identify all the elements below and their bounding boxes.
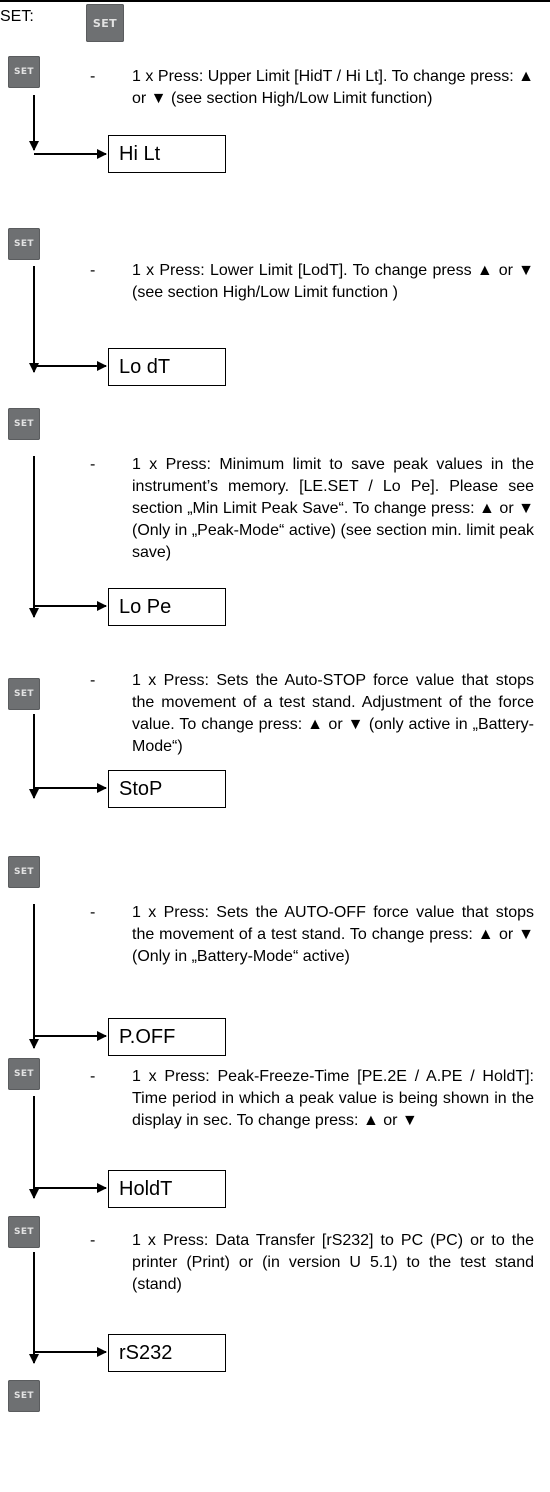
set-key-step7-icon: SET [8, 1216, 40, 1248]
set-key-step2-icon: SET [8, 228, 40, 260]
display-hi-lt: Hi Lt [108, 135, 226, 173]
set-key-header-icon: SET [86, 4, 124, 42]
display-rs232: rS232 [108, 1334, 226, 1372]
set-key-step3-icon: SET [8, 408, 40, 440]
bullet-dash: - [90, 1232, 96, 1249]
display-stop: StoP [108, 770, 226, 808]
set-key-step1-icon: SET [8, 56, 40, 88]
bullet-dash: - [90, 672, 96, 689]
step-6-description: 1 x Press: Peak-Freeze-Time [PE.2E / A.P… [132, 1068, 534, 1129]
step-5-description: 1 x Press: Sets the AUTO-OFF force value… [132, 904, 534, 965]
set-key-final-icon: SET [8, 1380, 40, 1412]
bullet-dash: - [90, 68, 96, 85]
bullet-dash: - [90, 1068, 96, 1085]
set-key-step5-icon: SET [8, 856, 40, 888]
display-lo-dt: Lo dT [108, 348, 226, 386]
bullet-dash: - [90, 456, 96, 473]
display-lo-pe: Lo Pe [108, 588, 226, 626]
display-holdt: HoldT [108, 1170, 226, 1208]
bullet-dash: - [90, 904, 96, 921]
step-4-description: 1 x Press: Sets the Auto-STOP force valu… [132, 672, 534, 755]
section-label: SET: [0, 8, 34, 25]
step-7-description: 1 x Press: Data Transfer [rS232] to PC (… [132, 1232, 534, 1293]
step-3-description: 1 x Press: Minimum limit to save peak va… [132, 456, 534, 561]
display-p-off: P.OFF [108, 1018, 226, 1056]
set-key-step6-icon: SET [8, 1058, 40, 1090]
bullet-dash: - [90, 262, 96, 279]
step-1-description: 1 x Press: Upper Limit [HidT / Hi Lt]. T… [132, 68, 534, 107]
header-rule [0, 0, 550, 2]
set-key-step4-icon: SET [8, 678, 40, 710]
step-2-description: 1 x Press: Lower Limit [LodT]. To change… [132, 262, 534, 301]
